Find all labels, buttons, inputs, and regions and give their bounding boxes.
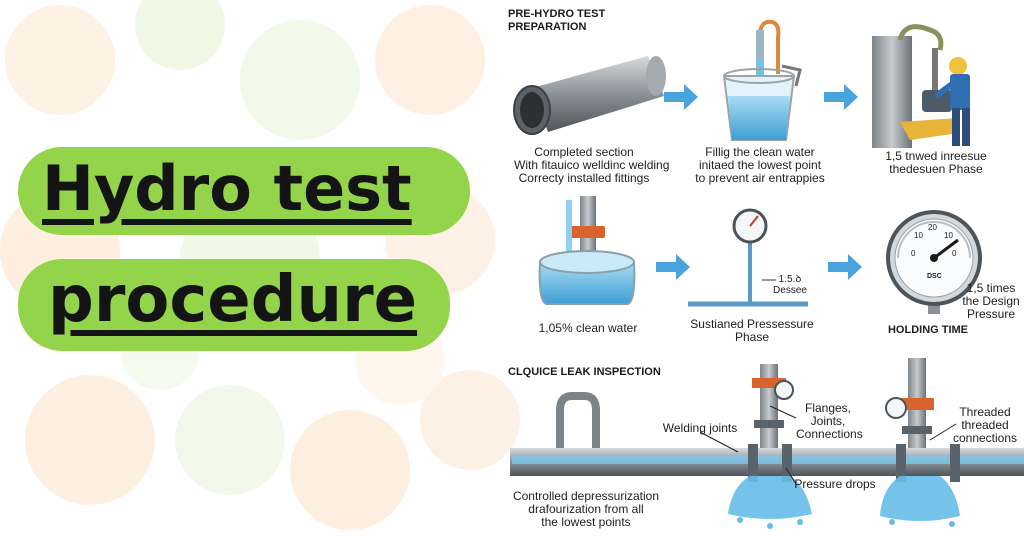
clean-water-bowl-illustration: [538, 196, 636, 305]
leak-riser-illustration-2: [880, 358, 960, 527]
callout-pressure-drops: Pressure drops: [794, 477, 876, 491]
gauge-note: 1.5.ꝺ Dessee: [773, 274, 807, 296]
section-header-preparation: PRE-HYDRO TEST PREPARATION: [508, 8, 606, 33]
step-clean-water: 1,05% clean water: [538, 321, 638, 335]
callout-flanges: Flanges, Joints, Connections: [796, 401, 863, 441]
callout-leaders: [699, 405, 957, 485]
callout-welding-joints: Welding joints: [662, 421, 738, 435]
callout-threaded: Threaded threaded connections: [952, 405, 1018, 445]
step-filling: Fillig the clean water initaed the lowes…: [695, 145, 825, 185]
section-header-leak-inspection: CLQUICE LEAK INSPECTION: [508, 366, 661, 378]
gauge-tick: 0: [952, 249, 957, 258]
pressure-gauge-pipe-illustration: [688, 208, 808, 307]
step-sustained: Sustianed Pressessure Phase: [690, 317, 814, 344]
step-completed-section: Completed section With fitauico welldinc…: [514, 145, 670, 185]
gauge-tick: 10: [914, 231, 923, 240]
holding-time-gauge-illustration: 0 10 20 10 0 DSC: [886, 210, 982, 314]
gauge-tick: 0: [911, 249, 916, 258]
water-bucket-illustration: [722, 19, 802, 141]
pipeline-illustration: [510, 392, 1024, 482]
title-pill-bottom: [18, 259, 450, 351]
arrow-icon: [824, 84, 858, 110]
step-design-pressure: 1,5 times the Design Pressure: [962, 281, 1020, 321]
gauge-tick: 20: [928, 223, 937, 232]
arrow-icon: [656, 254, 690, 280]
completed-pipe-illustration: [513, 56, 666, 135]
title-pill-top: [18, 147, 470, 235]
step-depressurization: Controlled depressurization drafourizati…: [512, 489, 660, 529]
page-title-line-1: Hydro test: [42, 152, 412, 225]
gauge-tick: 10: [944, 231, 953, 240]
pressurization-worker-illustration: [872, 24, 970, 148]
leak-riser-illustration-1: [728, 364, 812, 529]
gauge-unit: DSC: [927, 273, 942, 280]
arrow-icon: [664, 84, 698, 110]
step-pressure-phase: 1,5 tnwed inreesue thedesuen Phase: [885, 149, 987, 176]
arrow-icon: [828, 254, 862, 280]
page-title-line-2: procedure: [48, 263, 418, 337]
step-holding-time: HOLDING TIME: [887, 324, 969, 336]
